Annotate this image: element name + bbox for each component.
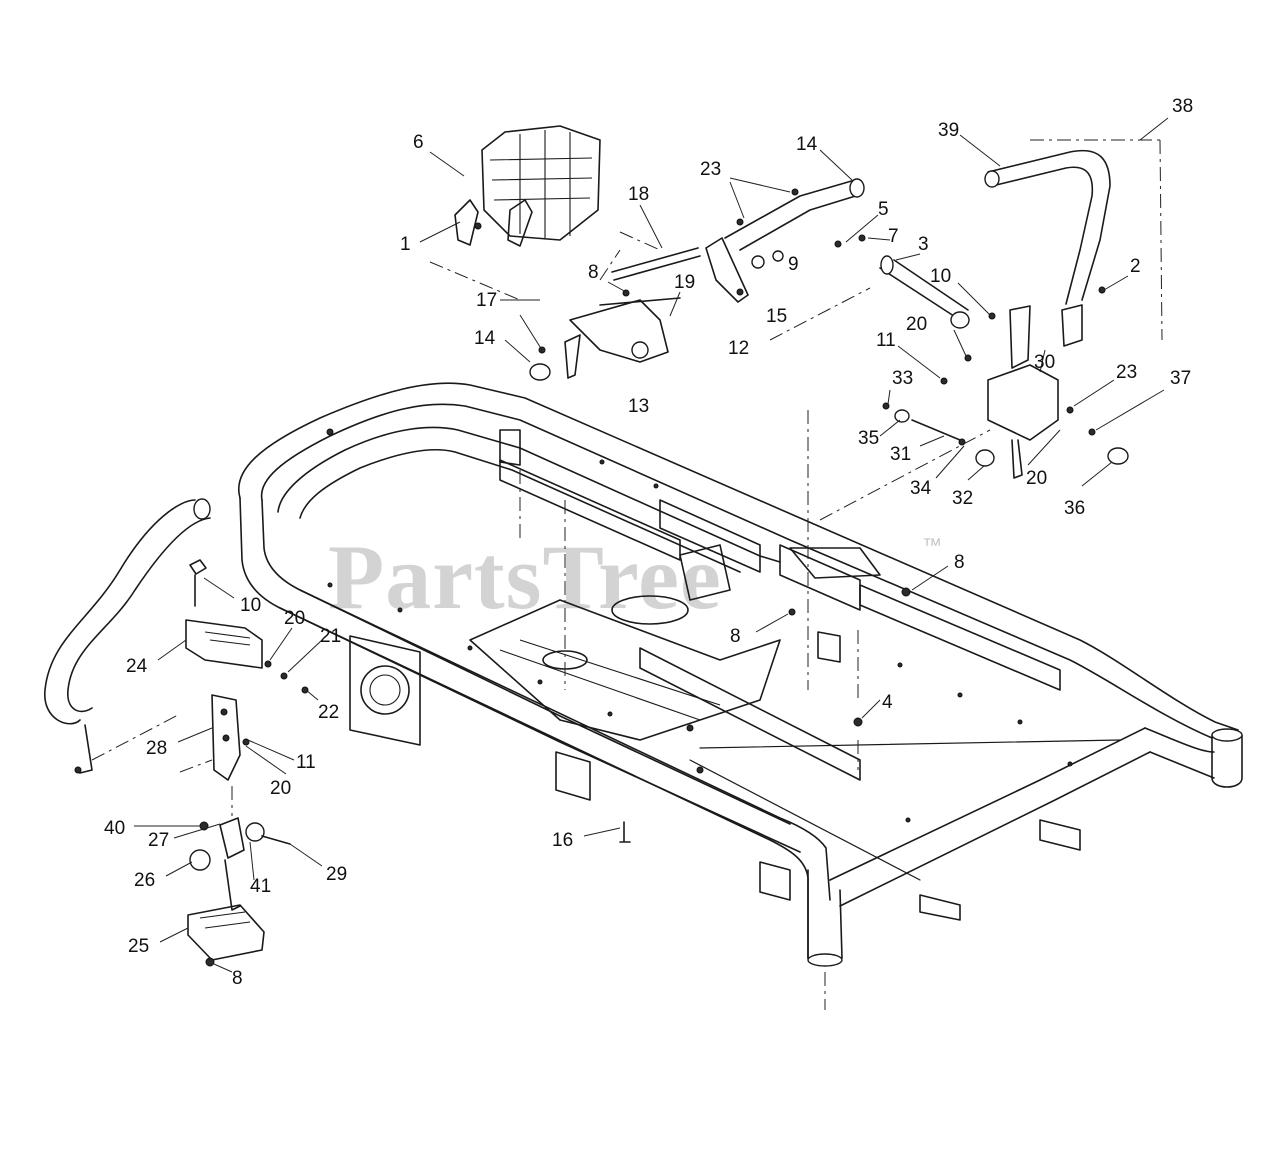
- left-control-lever: [44, 498, 211, 774]
- callout-23: 23: [700, 159, 721, 180]
- callout-26: 26: [134, 870, 155, 891]
- callout-30: 30: [1034, 352, 1055, 373]
- control-linkage: [529, 178, 996, 385]
- left-mount-stack: [185, 559, 309, 967]
- callout-16: 16: [552, 830, 573, 851]
- callout-23: 23: [1116, 362, 1137, 383]
- callout-35: 35: [858, 428, 879, 449]
- callout-29: 29: [326, 864, 347, 885]
- hydro-pump-assembly: [454, 125, 601, 247]
- callout-41: 41: [250, 876, 271, 897]
- callout-33: 33: [892, 368, 913, 389]
- callout-37: 37: [1170, 368, 1191, 389]
- callout-5: 5: [878, 199, 889, 220]
- callout-8: 8: [588, 262, 599, 283]
- callout-27: 27: [148, 830, 169, 851]
- trademark-symbol: ™: [922, 535, 942, 557]
- callout-2: 2: [1130, 256, 1141, 277]
- callout-39: 39: [938, 120, 959, 141]
- callout-32: 32: [952, 488, 973, 509]
- callout-25: 25: [128, 936, 149, 957]
- callout-8: 8: [954, 552, 965, 573]
- callout-11: 11: [876, 330, 896, 351]
- callout-labels: 6 1 18 23 14 5 7 3 9 8 19 17 14 13 12 15…: [104, 96, 1193, 989]
- leader-lines: [134, 117, 1169, 973]
- callout-31: 31: [890, 444, 911, 465]
- main-frame: [237, 382, 1243, 967]
- callout-24: 24: [126, 656, 148, 677]
- callout-8: 8: [232, 968, 243, 989]
- callout-34: 34: [910, 478, 932, 499]
- callout-10: 10: [240, 595, 261, 616]
- callout-36: 36: [1064, 498, 1085, 519]
- assembly-lines: [91, 139, 1163, 1010]
- callout-1: 1: [400, 234, 411, 255]
- callout-22: 22: [318, 702, 339, 723]
- callout-21: 21: [320, 626, 341, 647]
- callout-20: 20: [270, 778, 291, 799]
- callout-13: 13: [628, 396, 649, 417]
- right-control-lever: [882, 149, 1129, 479]
- loose-hardware: [619, 587, 911, 843]
- callout-10: 10: [930, 266, 951, 287]
- callout-14: 14: [474, 328, 496, 349]
- callout-40: 40: [104, 818, 125, 839]
- callout-17: 17: [476, 290, 497, 311]
- partstree-watermark: PartsTree: [328, 526, 722, 628]
- callout-20: 20: [906, 314, 927, 335]
- callout-6: 6: [413, 132, 424, 153]
- callout-12: 12: [728, 338, 749, 359]
- callout-15: 15: [766, 306, 787, 327]
- frame-holes: [326, 428, 1073, 823]
- callout-3: 3: [918, 234, 929, 255]
- callout-7: 7: [888, 226, 899, 247]
- callout-9: 9: [788, 254, 799, 275]
- callout-20: 20: [1026, 468, 1047, 489]
- callout-8: 8: [730, 626, 741, 647]
- callout-28: 28: [146, 738, 167, 759]
- callout-18: 18: [628, 184, 649, 205]
- callout-4: 4: [882, 692, 893, 713]
- callout-38: 38: [1172, 96, 1193, 117]
- callout-20: 20: [284, 608, 305, 629]
- callout-19: 19: [674, 272, 695, 293]
- callout-11: 11: [296, 752, 316, 773]
- callout-14: 14: [796, 134, 818, 155]
